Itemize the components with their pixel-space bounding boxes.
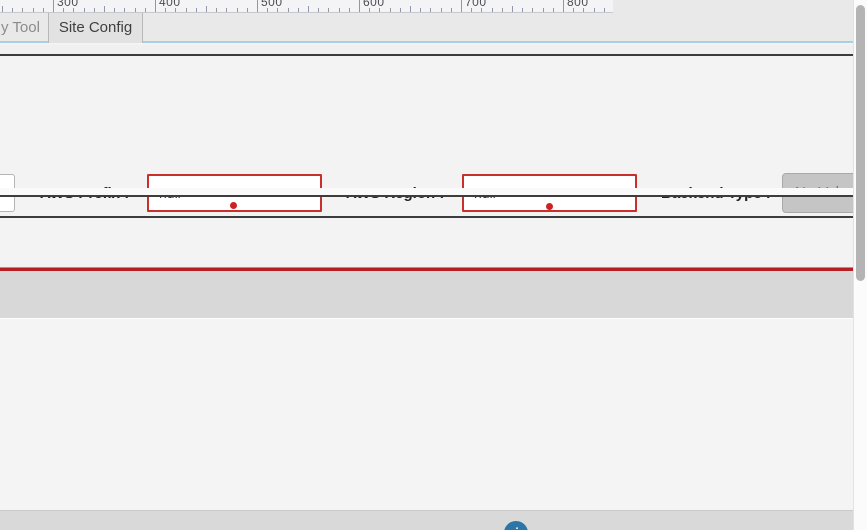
section-divider-top [0,54,867,56]
tab-site-config[interactable]: Site Config [48,13,143,43]
ruler-tick [257,0,258,12]
ruler-tick [471,8,473,12]
ruler-tick [277,8,279,12]
section-divider-middle [0,195,867,197]
ruler-tick [22,8,24,12]
ruler-tick [308,6,309,12]
ruler-tick [542,8,544,12]
ruler-tick [410,6,411,12]
ruler-tick [42,8,44,12]
ruler-tick [512,6,513,12]
ruler-tick [338,8,340,12]
ruler-tick [287,8,289,12]
ruler-tick [420,8,422,12]
ruler-tick [399,8,401,12]
ruler-tick [318,8,320,12]
scrollbar-thumb[interactable] [856,5,865,281]
ruler-tick [573,8,575,12]
ruler-label: 600 [363,0,385,9]
validation-dot-icon [230,202,237,209]
ruler-tick [124,8,126,12]
ruler-tick [185,8,187,12]
ruler-tick [348,8,350,12]
ruler-tick [583,8,585,12]
ruler-tick [461,0,462,12]
config-form-row: AWS Prefix : AWS Region : Backend Type :… [0,56,867,213]
ruler-tick [134,8,136,12]
input-band [0,271,867,318]
ruler-tick [369,8,371,12]
footer-bar [0,511,867,530]
ruler-tick [144,8,146,12]
ruler-label: 700 [465,0,487,9]
ruler-tick [73,8,75,12]
ruler-tick [522,8,524,12]
ruler-tick [226,8,228,12]
ruler-tick [236,8,238,12]
scrollbar[interactable] [853,0,867,530]
footer-border [0,510,867,511]
ruler-tick [481,8,483,12]
strip-under-tabs [0,45,867,54]
ruler-tick [246,8,248,12]
ruler-tick [389,8,391,12]
ruler-label: 500 [261,0,283,9]
ruler-tick [603,8,605,12]
ruler-label: 800 [567,0,589,9]
ruler-tick [440,8,442,12]
ruler-tick [195,8,197,12]
ruler-tick [491,8,493,12]
ruler-tick [104,6,105,12]
ruler-tick [206,6,207,12]
tab-tool[interactable]: y Tool [1,19,40,36]
ruler-tick [12,8,14,12]
error-line [0,268,867,271]
content-empty-area [0,318,867,510]
ruler-tick [430,8,432,12]
ruler-tick [175,8,177,12]
ruler-tick [593,8,595,12]
ruler-tick [63,8,65,12]
ruler-tick [93,8,95,12]
ruler-tick [450,8,452,12]
ruler-tick [155,0,156,12]
ruler-label: 300 [57,0,79,9]
validation-dot-icon [546,203,553,210]
ruler-tick [328,8,330,12]
tab-bar: y Tool Site Config [0,13,867,43]
header-area: 300 400 500 600 700 800 y Tool Site Config [0,0,867,43]
ruler-tick [53,0,54,12]
info-icon[interactable]: i [504,521,528,530]
panel-bottom-strip [0,188,867,195]
ruler-tick [114,8,116,12]
ruler-tick [379,8,381,12]
ruler-tick [532,8,534,12]
ruler-tick [83,8,85,12]
ruler: 300 400 500 600 700 800 [0,0,613,13]
ruler-tick [165,8,167,12]
ruler-tick [563,0,564,12]
ruler-label: 400 [159,0,181,9]
ruler-tick [2,6,3,12]
ruler-tick [359,0,360,12]
ruler-tick [552,8,554,12]
gray-hairline [0,267,867,268]
ruler-tick [216,8,218,12]
ruler-tick [267,8,269,12]
ruler-tick [297,8,299,12]
ruler-tick [32,8,34,12]
ruler-tick [501,8,503,12]
section-divider-lower [0,216,867,218]
